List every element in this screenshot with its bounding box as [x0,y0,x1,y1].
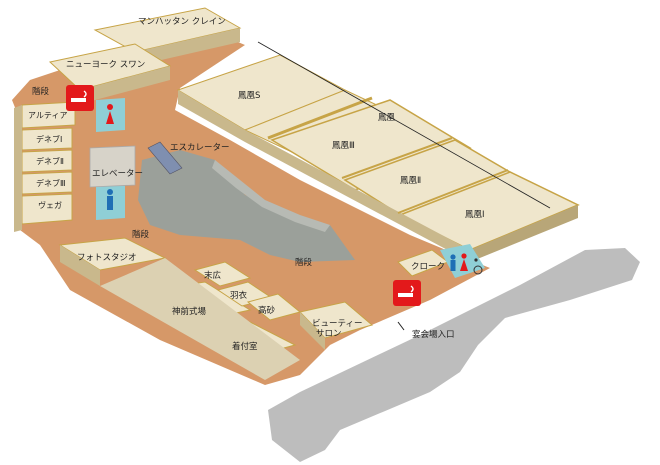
elevator-block[interactable] [89,145,136,188]
label-houou-3: 鳳凰Ⅲ [332,141,355,151]
men-restroom-icon [107,189,113,210]
partition-line [397,169,509,214]
label-escalator: エスカレーター [170,143,230,153]
label-deneb-1: デネブⅠ [36,134,62,144]
label-manhattan-crane: マンハッタン クレイン [138,17,226,27]
label-houou: 鳳凰 [378,113,396,123]
label-kitsuke: 着付室 [232,341,258,352]
label-elevator: エレベーター [92,169,143,179]
label-banquet-entrance: 宴会場入口 [412,329,455,340]
escalator[interactable] [147,141,183,175]
label-houou-1: 鳳凰Ⅰ [465,210,485,220]
partition-line [341,137,453,179]
label-cloak: クローク [411,262,445,272]
label-shinzen: 神前式場 [172,306,207,317]
houou-block-right [470,205,578,262]
room-manhattan-crane-side [135,28,240,66]
label-houou-2: 鳳凰Ⅱ [400,176,421,186]
label-beauty-salon-line1: ビューティー [312,319,363,329]
label-hagoromo: 羽衣 [230,290,248,301]
atrium [138,150,355,262]
label-takasago: 高砂 [258,305,276,316]
houou-block-front [245,130,470,262]
women-restroom-icon [460,253,468,271]
women-restroom-icon [106,104,114,124]
room-beauty-salon-side [300,312,325,350]
label-vega: ヴェガ [38,200,62,210]
label-stairs-left: 階段 [132,229,150,240]
room-suehiro[interactable] [193,261,252,287]
label-deneb-2: デネブⅡ [36,156,64,166]
smoking-area-icon[interactable] [393,280,421,306]
men-restroom-icon [450,254,456,271]
label-houou-s: 鳳凰S [238,91,260,101]
accessible-restroom-icon [473,258,483,275]
left-column-side [14,105,22,232]
label-photo-studio: フォトスタジオ [77,253,137,263]
smoking-area-icon[interactable] [66,85,94,111]
driveway [268,248,640,462]
label-suehiro: 末広 [204,270,222,281]
atrium-wall [212,160,330,232]
room-newyork-swan-side [80,66,170,104]
label-beauty-salon: ビューティー サロン [312,319,365,339]
entrance-arrow [397,321,405,331]
dimension-line [257,41,551,209]
label-deneb-3: デネブⅢ [36,178,66,188]
partition-line [267,96,373,140]
label-beauty-salon-line2: サロン [316,329,342,339]
label-newyork-swan: ニューヨーク スワン [66,60,145,70]
houou-block-side [178,90,245,142]
label-stairs-top: 階段 [32,86,50,97]
label-stairs-center: 階段 [295,257,313,268]
bottom-rooms-side [100,258,300,380]
room-photo-studio-side [60,245,100,286]
label-artia: アルティア [28,111,67,120]
